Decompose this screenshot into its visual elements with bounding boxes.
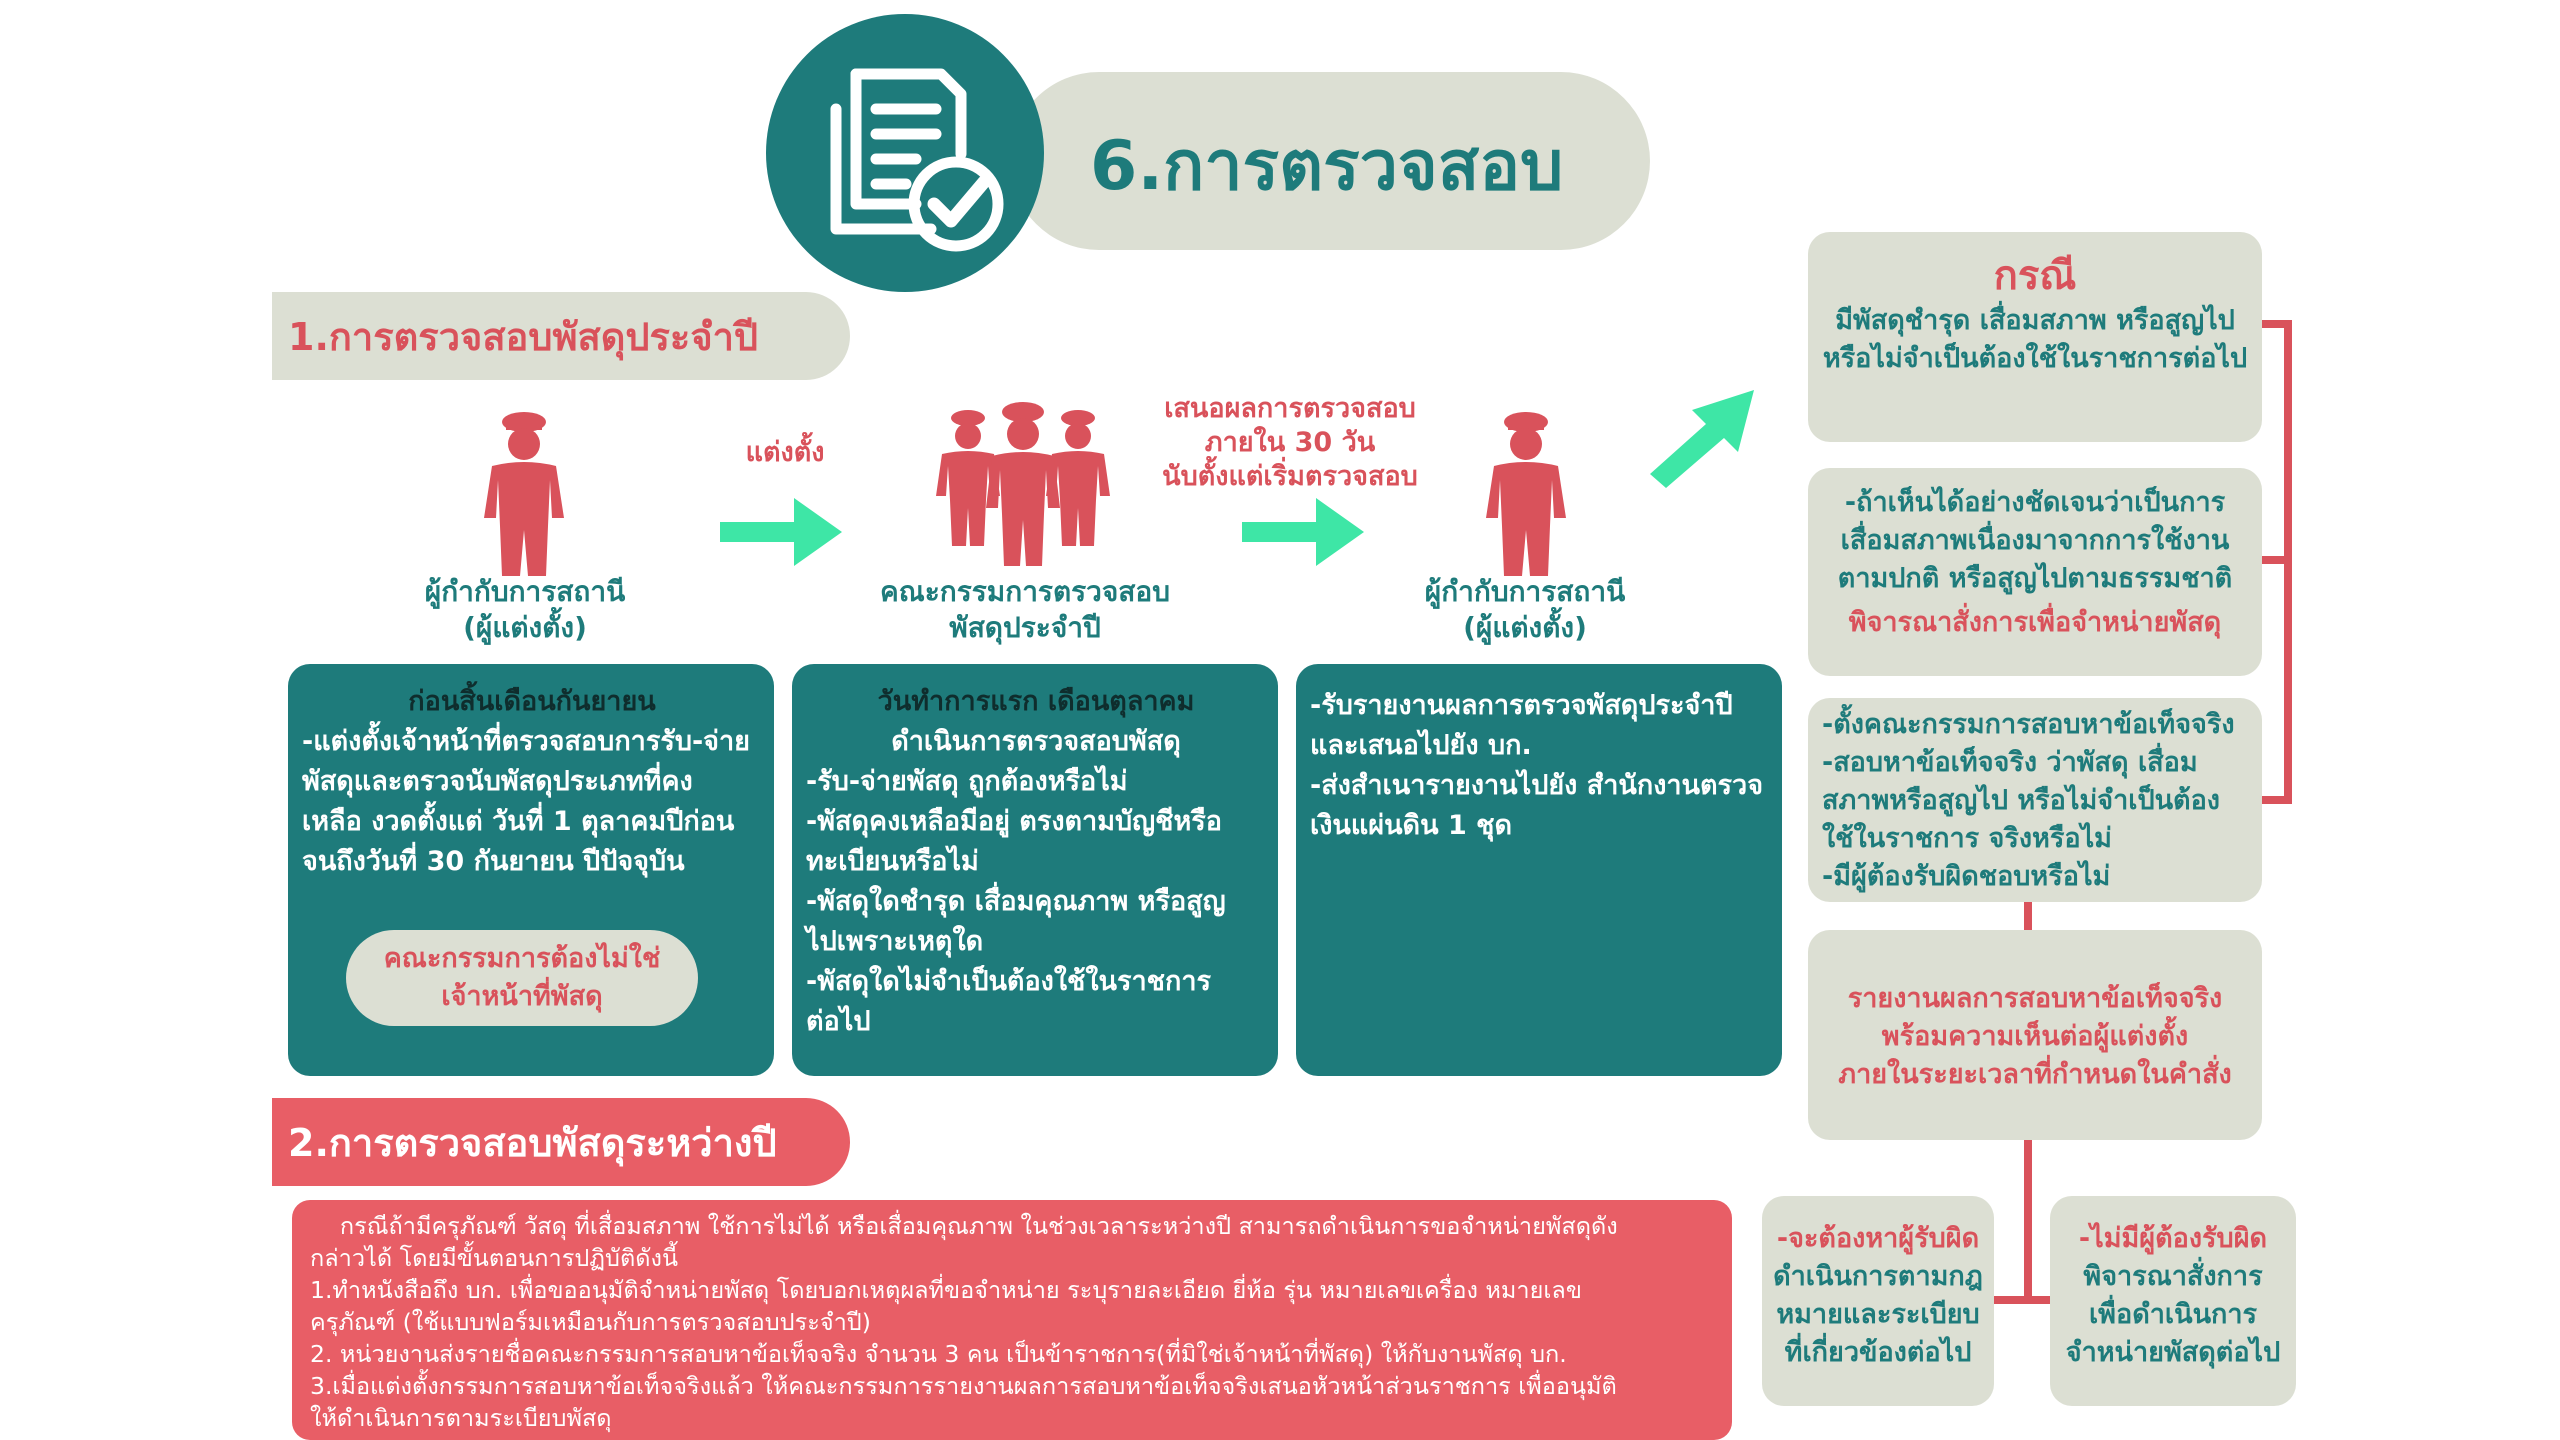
box1-line: จนถึงวันที่ 30 กันยายน ปีปัจจุบัน [302,846,685,877]
box2-line: ต่อไป [806,1006,871,1037]
box-line: -จะต้องหาผู้รับผิด [1776,1223,1980,1254]
document-checklist-icon [830,68,1004,252]
box-line: ดำเนินการตามกฎ [1773,1261,1983,1292]
box-line: พิจารณาสั่งการ [2083,1261,2263,1292]
box2-line: ไปเพราะเหตุใด [806,926,984,957]
box2-subtitle: ดำเนินการตรวจสอบพัสดุ [891,726,1181,757]
box-line: ตามปกติ หรือสูญไปตามธรรมชาติ [1837,563,2233,594]
box2-line: -พัสดุใดไม่จำเป็นต้องใช้ในราชการ [806,966,1211,997]
box-line: เพื่อดำเนินการ [2088,1299,2258,1330]
section2-line: 1.ทำหนังสือถึง บก. เพื่อขออนุมัติจำหน่าย… [310,1276,1582,1304]
box1-line: เหลือ งวดตั้งแต่ วันที่ 1 ตุลาคมปีก่อน [302,806,735,837]
person-icon [484,412,564,576]
committee-note: คณะกรรมการต้องไม่ใช่ เจ้าหน้าที่พัสดุ [346,930,698,1026]
arrow-up-right-icon [1650,390,1754,488]
box-line: ใช้ในราชการ จริงหรือไม่ [1822,823,2112,854]
box1-line: -แต่งตั้งเจ้าหน้าที่ตรวจสอบการรับ-จ่าย [302,726,750,757]
box-line: จำหน่ายพัสดุต่อไป [2065,1337,2281,1368]
box-receive-report: -รับรายงานผลการตรวจพัสดุประจำปี และเสนอไ… [1296,664,1782,1076]
section2-header: 2.การตรวจสอบพัสดุระหว่างปี [272,1098,850,1186]
box1-title: ก่อนสิ้นเดือนกันยายน [408,686,656,717]
arrow-right-icon [720,498,842,566]
not-liable-box: -ไม่มีผู้ต้องรับผิด พิจารณาสั่งการ เพื่อ… [2050,1196,2296,1406]
box-line: ที่เกี่ยวข้องต่อไป [1784,1337,1972,1368]
box3-line: -ส่งสำเนารายงานไปยัง สำนักงานตรวจ [1310,770,1764,801]
report-findings-box: รายงานผลการสอบหาข้อเท็จจริง พร้อมความเห็… [1808,930,2262,1140]
box-line: สภาพหรือสูญไป หรือไม่จำเป็นต้อง [1822,785,2220,816]
page-title: 6.การตรวจสอบ [1090,127,1564,206]
box2-line: -พัสดุคงเหลือมีอยู่ ตรงตามบัญชีหรือ [806,806,1222,837]
box-line: -มีผู้ต้องรับผิดชอบหรือไม่ [1822,861,2111,892]
box-line: -ตั้งคณะกรรมการสอบหาข้อเท็จจริง [1822,709,2235,740]
box2-line: ทะเบียนหรือไม่ [806,846,979,877]
person1-label: ผู้กำกับการสถานี (ผู้แต่งตั้ง) [424,575,626,644]
box-first-workday-october: วันทำการแรก เดือนตุลาคม ดำเนินการตรวจสอบ… [792,664,1278,1076]
arrow-right-icon [1242,498,1364,566]
box-line: พร้อมความเห็นต่อผู้แต่งตั้ง [1881,1021,2189,1052]
box3-line: -รับรายงานผลการตรวจพัสดุประจำปี [1310,690,1733,721]
committee-label: คณะกรรมการตรวจสอบ พัสดุประจำปี [880,575,1170,644]
liable-box: -จะต้องหาผู้รับผิด ดำเนินการตามกฎ หมายแล… [1762,1196,1994,1406]
person-icon [1486,412,1566,576]
case-line: มีพัสดุชำรุด เสื่อมสภาพ หรือสูญไป [1835,305,2235,336]
section2-line: กรณีถ้ามีครุภัณฑ์ วัสดุ ที่เสื่อมสภาพ ใช… [310,1212,1618,1240]
box3-line: และเสนอไปยัง บก. [1310,730,1532,761]
box-before-september: ก่อนสิ้นเดือนกันยายน -แต่งตั้งเจ้าหน้าที… [288,664,774,1076]
box3-line: เงินแผ่นดิน 1 ชุด [1310,810,1512,841]
committee-icon [936,402,1110,566]
box-line: รายงานผลการสอบหาข้อเท็จจริง [1847,983,2223,1014]
box-line: หมายและระเบียบ [1776,1299,1980,1330]
case-line: หรือไม่จำเป็นต้องใช้ในราชการต่อไป [1822,343,2248,374]
section2-box: กรณีถ้ามีครุภัณฑ์ วัสดุ ที่เสื่อมสภาพ ใช… [292,1200,1732,1440]
title-banner [1010,72,1650,250]
fact-finding-box: -ตั้งคณะกรรมการสอบหาข้อเท็จจริง -สอบหาข้… [1808,698,2262,902]
normal-deterioration-box: -ถ้าเห็นได้อย่างชัดเจนว่าเป็นการ เสื่อมส… [1808,468,2262,676]
section2-line: ให้ดำเนินการตามระเบียบพัสดุ [310,1404,612,1432]
section2-line: 3.เมื่อแต่งตั้งกรรมการสอบหาข้อเท็จจริงแล… [310,1372,1617,1400]
box-line: -สอบหาข้อเท็จจริง ว่าพัสดุ เสื่อม [1822,747,2198,778]
box2-title: วันทำการแรก เดือนตุลาคม [877,686,1195,717]
case-title: กรณี [1993,253,2077,299]
case-box: กรณี มีพัสดุชำรุด เสื่อมสภาพ หรือสูญไป ห… [1808,232,2262,442]
section2-line: 2. หน่วยงานส่งรายชื่อคณะกรรมการสอบหาข้อเ… [310,1340,1567,1368]
box1-line: พัสดุและตรวจนับพัสดุประเภทที่คง [302,766,693,797]
report-timeline-label: เสนอผลการตรวจสอบ ภายใน 30 วัน นับตั้งแต่… [1162,393,1418,492]
section2-line: กล่าวได้ โดยมีขั้นตอนการปฏิบัติดังนี้ [310,1244,679,1272]
section2-line: ครุภัณฑ์ (ใช้แบบฟอร์มเหมือนกับการตรวจสอบ… [310,1308,871,1336]
box-line: -ถ้าเห็นได้อย่างชัดเจนว่าเป็นการ [1844,487,2226,518]
box-line: พิจารณาสั่งการเพื่อจำหน่ายพัสดุ [1848,607,2222,638]
box2-line: -รับ-จ่ายพัสดุ ถูกต้องหรือไม่ [806,766,1128,797]
box2-line: -พัสดุใดชำรุด เสื่อมคุณภาพ หรือสูญ [806,886,1226,917]
box-line: -ไม่มีผู้ต้องรับผิด [2078,1223,2268,1254]
person2-label: ผู้กำกับการสถานี (ผู้แต่งตั้ง) [1424,575,1626,644]
section1-header: 1.การตรวจสอบพัสดุประจำปี [272,292,850,380]
box-line: ภายในระยะเวลาที่กำหนดในคำสั่ง [1838,1059,2232,1090]
box-line: เสื่อมสภาพเนื่องมาจากการใช้งาน [1840,525,2230,556]
title-icon-circle [766,14,1044,292]
appoint-label: แต่งตั้ง [745,437,825,468]
